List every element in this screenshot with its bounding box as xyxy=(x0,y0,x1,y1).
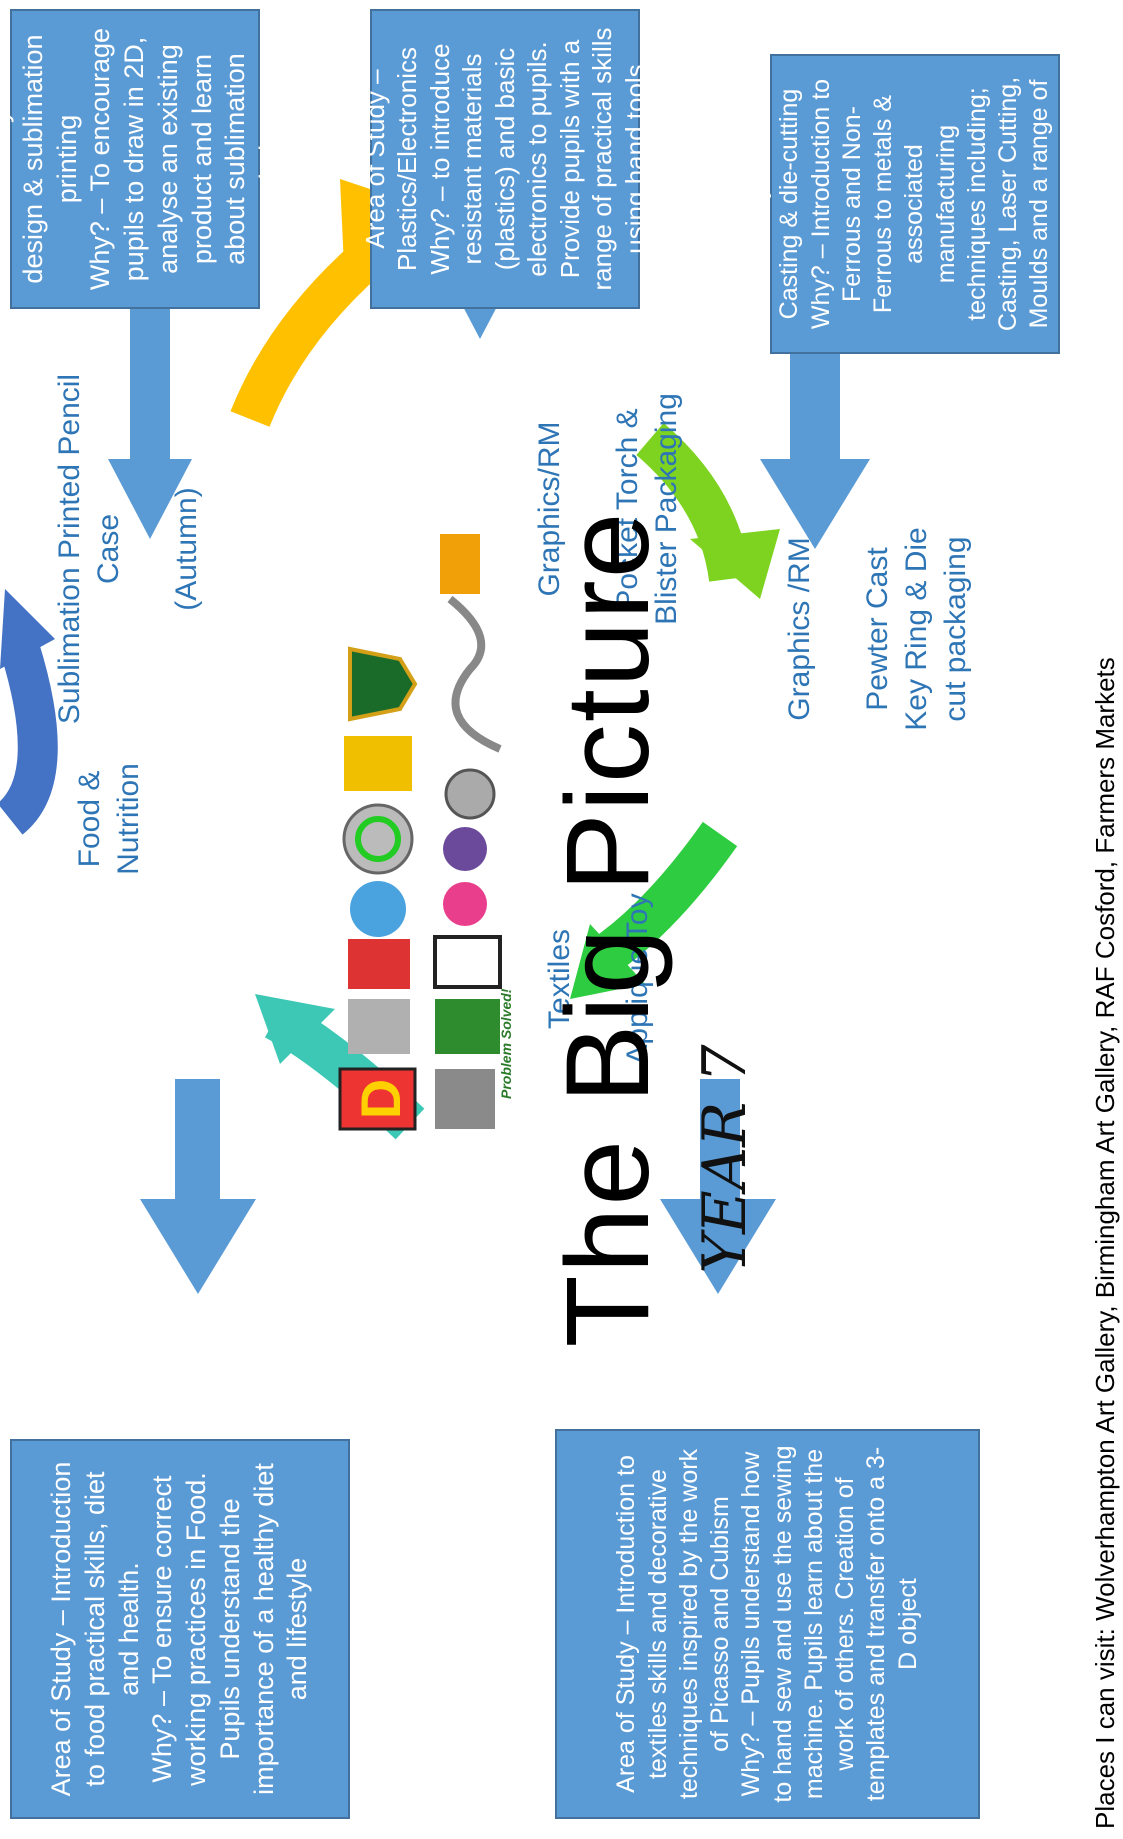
pointer-arrow-textiles xyxy=(660,1079,776,1294)
places-footer: Places I can visit: Wolverhampton Art Ga… xyxy=(1090,657,1120,1829)
info-box-textiles: Area of Study – Introduction to textiles… xyxy=(555,1429,980,1819)
svg-text:D: D xyxy=(349,1079,412,1119)
label-pewter: Graphics /RM Pewter Cast Key Ring & Die … xyxy=(783,527,972,731)
info-box-food-text: Area of Study – Introduction to food pra… xyxy=(46,1461,313,1797)
info-box-sublimation: Area of Study – 2D design & sublimation … xyxy=(0,9,284,309)
info-box-metals-text: Area of Study – Metals , Casting & die-c… xyxy=(744,70,1085,338)
pointer-arrow-food xyxy=(140,1079,256,1294)
pointer-arrow-sublimation xyxy=(108,309,192,539)
label-food: Food & Nutrition xyxy=(73,763,145,875)
cycle-arrow-teal-head xyxy=(255,994,335,1064)
logo-tagline: Problem Solved! xyxy=(498,988,514,1099)
design-technology-logo: D xyxy=(338,534,502,1131)
pointer-arrow-metals xyxy=(760,339,870,549)
info-box-metals: Area of Study – Metals , Casting & die-c… xyxy=(744,54,1085,354)
cycle-arrow-green xyxy=(588,821,738,977)
page-title: The Big Picture xyxy=(542,510,674,1348)
cycle-arrow-lime-head xyxy=(690,529,780,599)
info-box-textiles-text: Area of Study – Introduction to textiles… xyxy=(612,1445,922,1803)
info-box-sublimation-text: Area of Study – 2D design & sublimation … xyxy=(0,27,285,291)
cycle-arrow-blue-head xyxy=(0,589,55,669)
cycle-arrow-blue xyxy=(0,643,58,835)
info-box-plastics-text: Area of Study – Plastics/Electronics Why… xyxy=(359,27,650,291)
cycle-arrow-green-head xyxy=(570,924,645,999)
logo-design-row: D xyxy=(338,646,418,1131)
info-box-plastics: Area of Study – Plastics/Electronics Why… xyxy=(360,9,650,309)
year-heading: YEAR 7 xyxy=(690,1044,760,1274)
logo-technology-row xyxy=(433,534,502,1129)
info-box-food: Area of Study – Introduction to food pra… xyxy=(10,1439,350,1819)
